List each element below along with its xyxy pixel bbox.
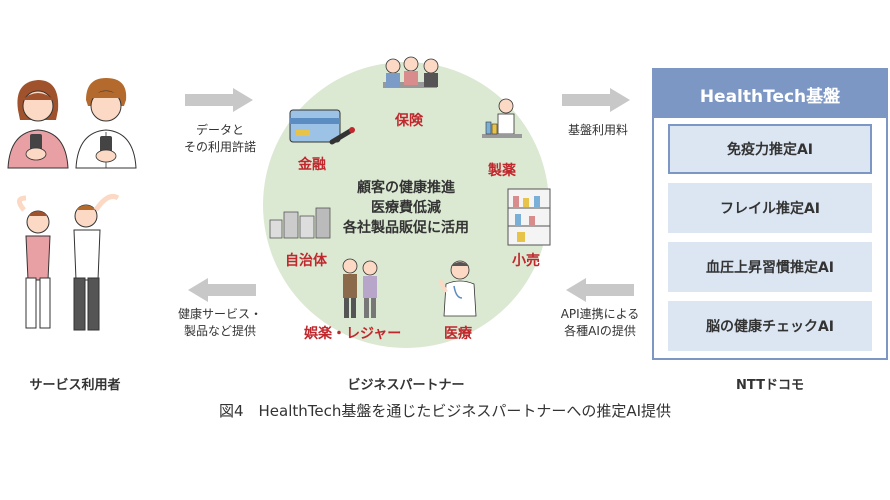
doctor-icon	[438, 260, 477, 317]
ai-frailty[interactable]: フレイル推定AI	[668, 183, 872, 233]
ai-brain-health[interactable]: 脳の健康チェックAI	[668, 301, 872, 351]
service-users-illustration	[7, 78, 137, 331]
segment-pharma: 製薬	[488, 163, 516, 179]
arrow-text-line: 製品など提供	[183, 324, 256, 338]
arrow-text-line: 各種AIの提供	[564, 324, 636, 338]
man-stretching-icon	[73, 194, 120, 331]
man-phone-icon	[75, 78, 137, 169]
segment-finance: 金融	[298, 157, 326, 173]
segment-municipality: 自治体	[285, 253, 327, 269]
ai-blood-pressure[interactable]: 血圧上昇習慣推定AI	[668, 242, 872, 292]
arrow-left-bottom-left	[188, 278, 256, 302]
business-partner-label: ビジネスパートナー	[347, 378, 465, 393]
arrow-text-line: 健康サービス・	[177, 307, 262, 321]
arrow-left-bottom-right	[566, 278, 634, 302]
arrow-text-line: データと	[195, 123, 244, 137]
retail-shelf-icon	[507, 188, 551, 246]
center-text-line: 医療費低減	[371, 200, 441, 216]
service-users-label: サービス利用者	[29, 378, 121, 393]
ai-immunity[interactable]: 免疫力推定AI	[668, 124, 872, 174]
woman-stretching-icon	[17, 195, 51, 329]
arrow-text-data-consent: データと その利用許諾	[170, 122, 270, 156]
insurance-meeting-icon	[383, 56, 439, 88]
leisure-couple-icon	[342, 258, 378, 318]
arrow-text-health-service: 健康サービス・ 製品など提供	[165, 306, 275, 340]
arrow-text-line: その利用許諾	[183, 140, 256, 154]
pharma-researcher-icon	[482, 98, 522, 138]
healthtech-platform-panel: HealthTech基盤 免疫力推定AI フレイル推定AI 血圧上昇習慣推定AI…	[652, 68, 888, 360]
segment-retail: 小売	[512, 253, 540, 269]
segment-leisure: 娯楽・レジャー	[304, 326, 402, 342]
arrow-text-line: 基盤利用料	[567, 123, 628, 137]
segment-medical: 医療	[444, 326, 472, 342]
arrow-text-platform-fee: 基盤利用料	[548, 122, 648, 139]
arrow-text-api-ai: API連携による 各種AIの提供	[548, 306, 652, 340]
arrow-right-top-right	[562, 88, 630, 112]
credit-card-icon	[289, 109, 355, 145]
partner-center-text: 顧客の健康推進 医療費低減 各社製品販促に活用	[326, 178, 486, 238]
figure-caption: 図4 HealthTech基盤を通じたビジネスパートナーへの推定AI提供	[218, 402, 672, 420]
center-text-line: 各社製品販促に活用	[343, 220, 469, 236]
segment-insurance: 保険	[395, 113, 423, 129]
docomo-label: NTTドコモ	[736, 378, 804, 393]
arrow-text-line: API連携による	[560, 307, 640, 321]
center-text-line: 顧客の健康推進	[357, 180, 455, 196]
municipal-buildings-icon	[269, 207, 331, 239]
platform-title: HealthTech基盤	[654, 70, 886, 118]
woman-phone-icon	[7, 80, 69, 169]
arrow-right-top-left	[185, 88, 253, 112]
